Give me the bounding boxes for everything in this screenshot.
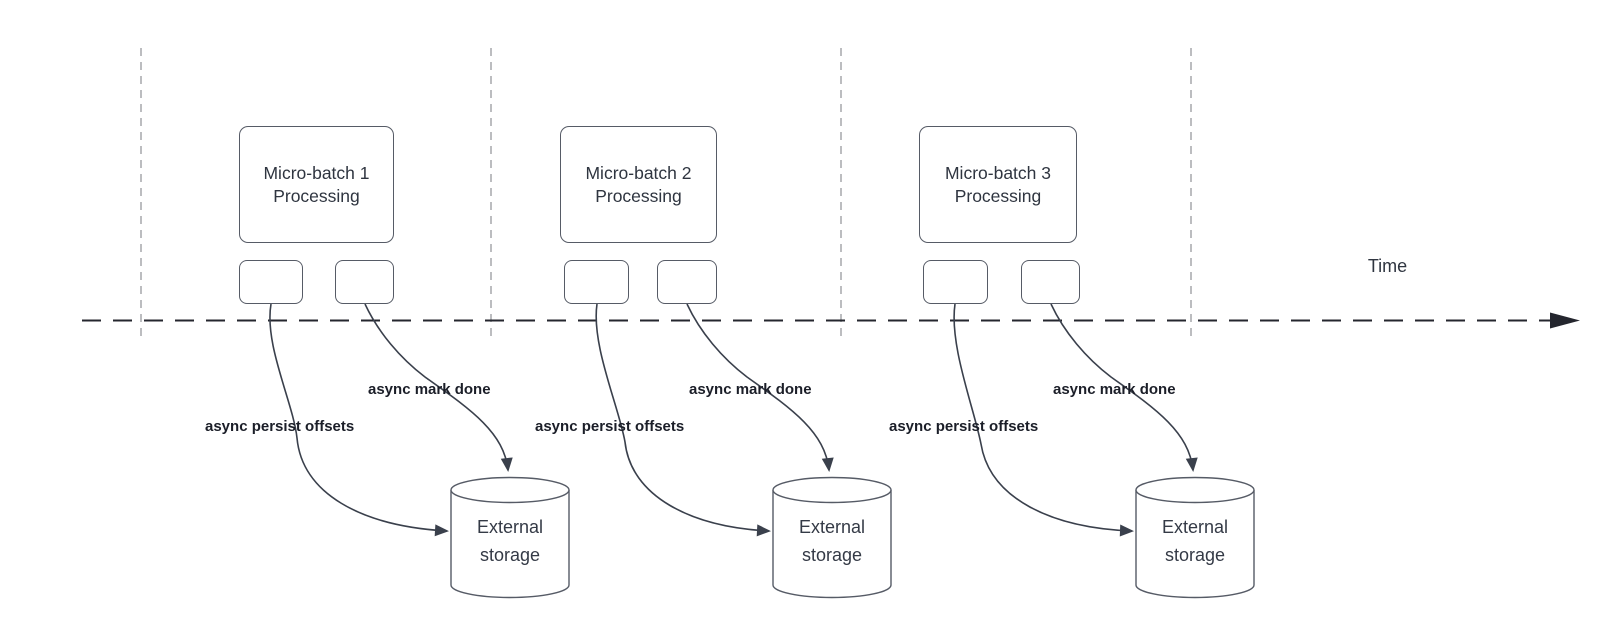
external-storage-text-2: External storage	[798, 517, 866, 565]
mark-done-arrow-3	[1050, 303, 1198, 472]
persist-offsets-label-3: async persist offsets	[889, 418, 1039, 435]
mark-done-task-box-1	[335, 260, 394, 304]
storage-cylinder-1	[450, 476, 570, 599]
mark-done-arrow-1	[364, 303, 513, 472]
storage-cylinder-2	[772, 476, 892, 599]
external-storage-label-2: External storage	[773, 513, 891, 569]
persist-offsets-task-box-3	[923, 260, 988, 304]
micro-batch-3-processing-label: Micro-batch 3 Processing	[944, 162, 1051, 206]
persist-offsets-label-2: async persist offsets	[535, 418, 685, 435]
mark-done-label-1: async mark done	[368, 381, 491, 398]
micro-batch-2-processing-label: Micro-batch 2 Processing	[585, 162, 692, 206]
mark-done-arrow-2	[686, 303, 834, 472]
mark-done-label-3: async mark done	[1053, 381, 1176, 398]
mark-done-task-box-2	[657, 260, 717, 304]
micro-batch-1-processing-box: Micro-batch 1 Processing	[239, 126, 394, 243]
mark-done-label-2: async mark done	[689, 381, 812, 398]
external-storage-label-1: External storage	[451, 513, 569, 569]
persist-offsets-task-box-2	[564, 260, 629, 304]
external-storage-text-3: External storage	[1161, 517, 1229, 565]
external-storage-label-3: External storage	[1136, 513, 1254, 569]
external-storage-text-1: External storage	[476, 517, 544, 565]
persist-offsets-label-1: async persist offsets	[205, 418, 355, 435]
time-axis-arrowhead	[1550, 312, 1580, 329]
persist-offsets-arrow-2	[595, 303, 771, 537]
micro-batch-1-processing-label: Micro-batch 1 Processing	[263, 162, 370, 206]
time-axis-label: Time	[1367, 256, 1408, 276]
micro-batch-3-processing-box: Micro-batch 3 Processing	[919, 126, 1077, 243]
persist-offsets-arrow-1	[269, 303, 449, 537]
mark-done-task-box-3	[1021, 260, 1080, 304]
persist-offsets-arrow-3	[953, 303, 1134, 537]
persist-offsets-task-box-1	[239, 260, 303, 304]
micro-batch-2-processing-box: Micro-batch 2 Processing	[560, 126, 717, 243]
storage-cylinder-3	[1135, 476, 1255, 599]
